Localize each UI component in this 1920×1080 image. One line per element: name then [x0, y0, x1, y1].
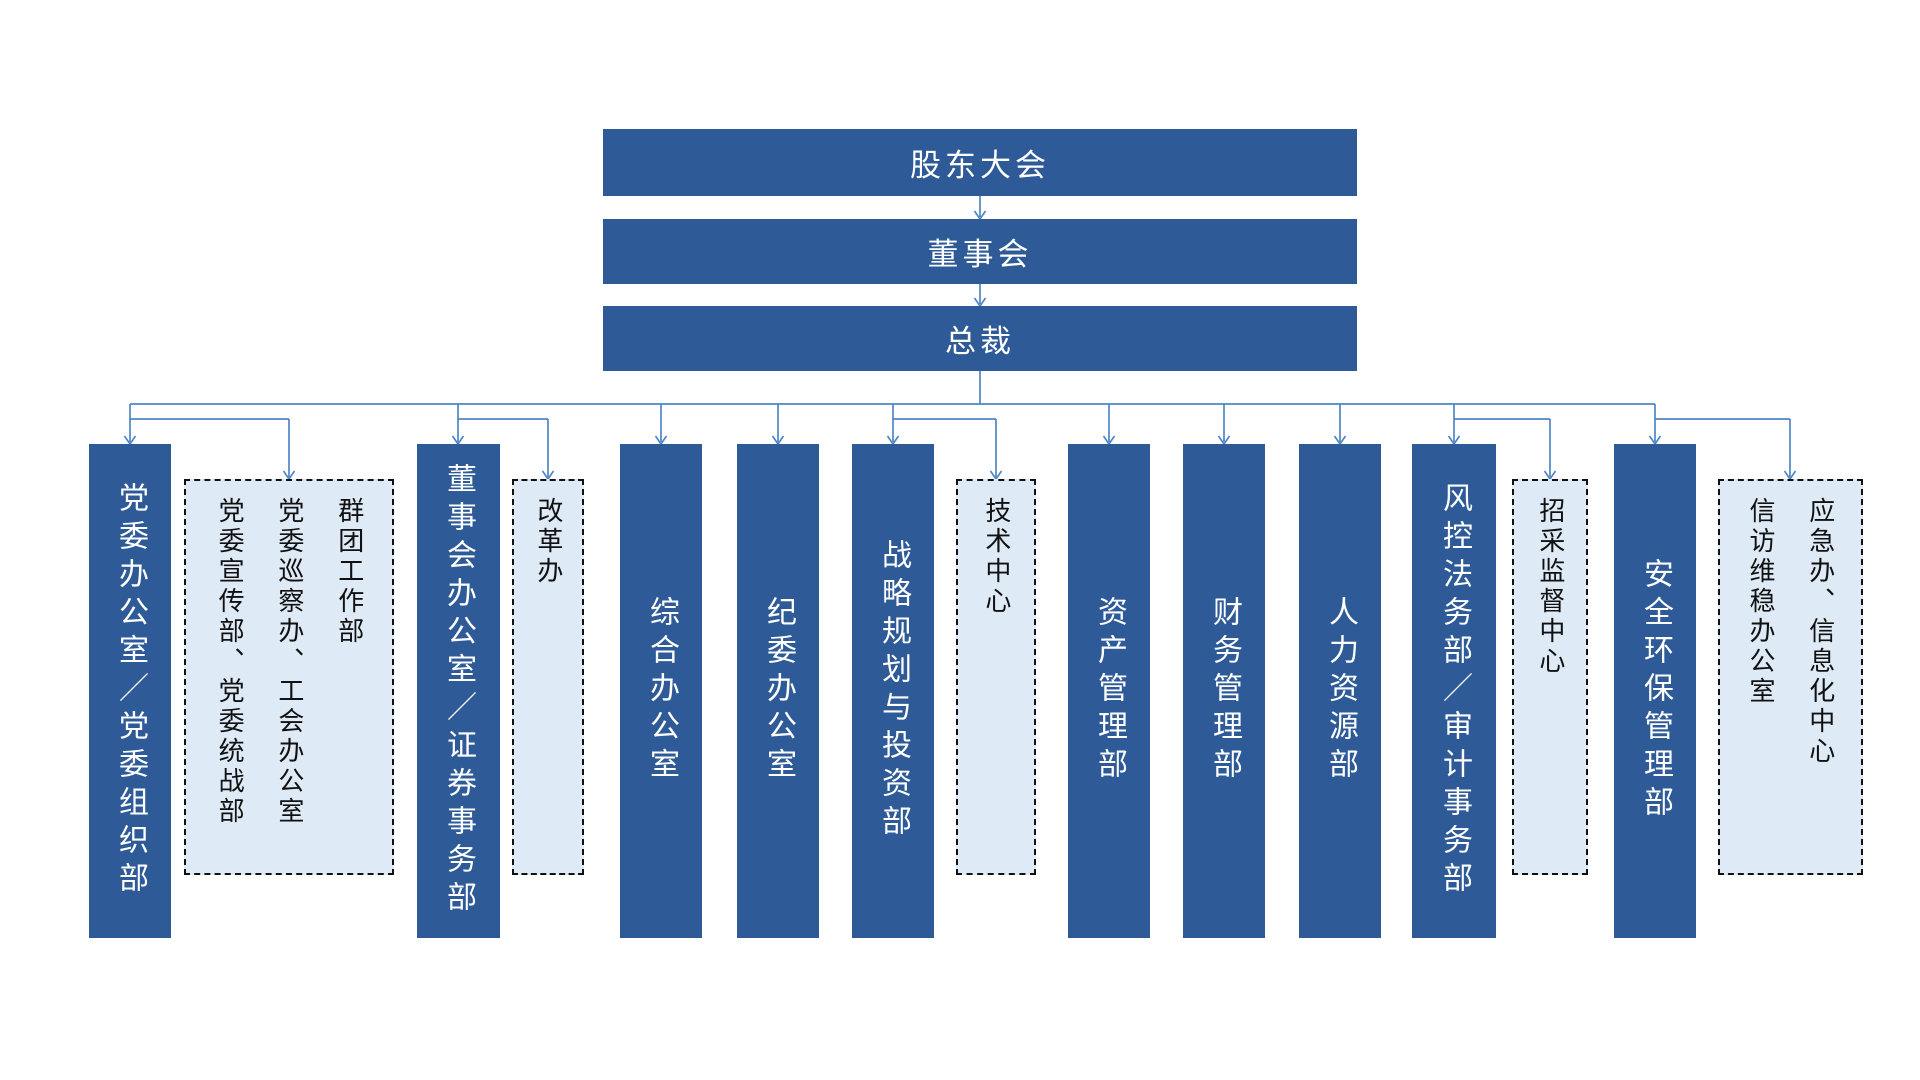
top-node-board-of-directors-label: 董事会	[927, 237, 1033, 272]
dept-risk-legal-audit-label: 风控法务部／审计事务部	[1438, 482, 1471, 900]
dept-technology-center-label: 技术中心	[981, 497, 1012, 617]
dept-human-resources-label: 人力资源部	[1324, 596, 1357, 786]
dept-risk-legal-audit: 风控法务部／审计事务部	[1412, 444, 1496, 938]
dept-discipline-committee-office: 纪委办公室	[737, 444, 819, 938]
dept-reform-office-label: 改革办	[533, 497, 564, 587]
top-node-president-label: 总裁	[945, 324, 1015, 359]
dept-board-office-securities-label: 董事会办公室／证券事务部	[442, 463, 475, 919]
dept-party-mass-offices: 群团工作部 党委巡察办、工会办公室 党委宣传部、党委统战部	[184, 479, 394, 875]
dept-party-mass-offices-label: 群团工作部 党委巡察办、工会办公室 党委宣传部、党委统战部	[215, 497, 365, 827]
top-node-president: 总裁	[603, 306, 1357, 371]
dept-finance-management-label: 财务管理部	[1208, 596, 1241, 786]
top-node-shareholders-meeting-label: 股东大会	[910, 148, 1050, 183]
dept-emergency-info-petition-offices: 应急办、信息化中心 信访维稳办公室	[1717, 479, 1863, 875]
dept-human-resources: 人力资源部	[1299, 444, 1381, 938]
dept-general-office: 综合办公室	[620, 444, 702, 938]
dept-strategy-planning-investment: 战略规划与投资部	[852, 444, 934, 938]
dept-asset-management-label: 资产管理部	[1093, 596, 1126, 786]
dept-safety-environment-management-label: 安全环保管理部	[1639, 558, 1672, 824]
dept-asset-management: 资产管理部	[1068, 444, 1150, 938]
dept-reform-office: 改革办	[512, 479, 584, 875]
dept-finance-management: 财务管理部	[1183, 444, 1265, 938]
dept-board-office-securities: 董事会办公室／证券事务部	[416, 444, 500, 938]
dept-discipline-committee-office-label: 纪委办公室	[762, 596, 795, 786]
dept-party-committee-office-label: 党委办公室／党委组织部	[114, 482, 147, 900]
dept-emergency-info-petition-offices-label: 应急办、信息化中心 信访维稳办公室	[1746, 497, 1836, 767]
dept-party-committee-office: 党委办公室／党委组织部	[89, 444, 171, 938]
dept-procurement-supervision-center: 招采监督中心	[1512, 479, 1588, 875]
dept-general-office-label: 综合办公室	[645, 596, 678, 786]
dept-strategy-planning-investment-label: 战略规划与投资部	[877, 539, 910, 843]
dept-procurement-supervision-center-label: 招采监督中心	[1535, 497, 1566, 677]
dept-safety-environment-management: 安全环保管理部	[1614, 444, 1696, 938]
top-node-shareholders-meeting: 股东大会	[603, 129, 1357, 196]
top-node-board-of-directors: 董事会	[603, 219, 1357, 284]
dept-technology-center: 技术中心	[956, 479, 1036, 875]
